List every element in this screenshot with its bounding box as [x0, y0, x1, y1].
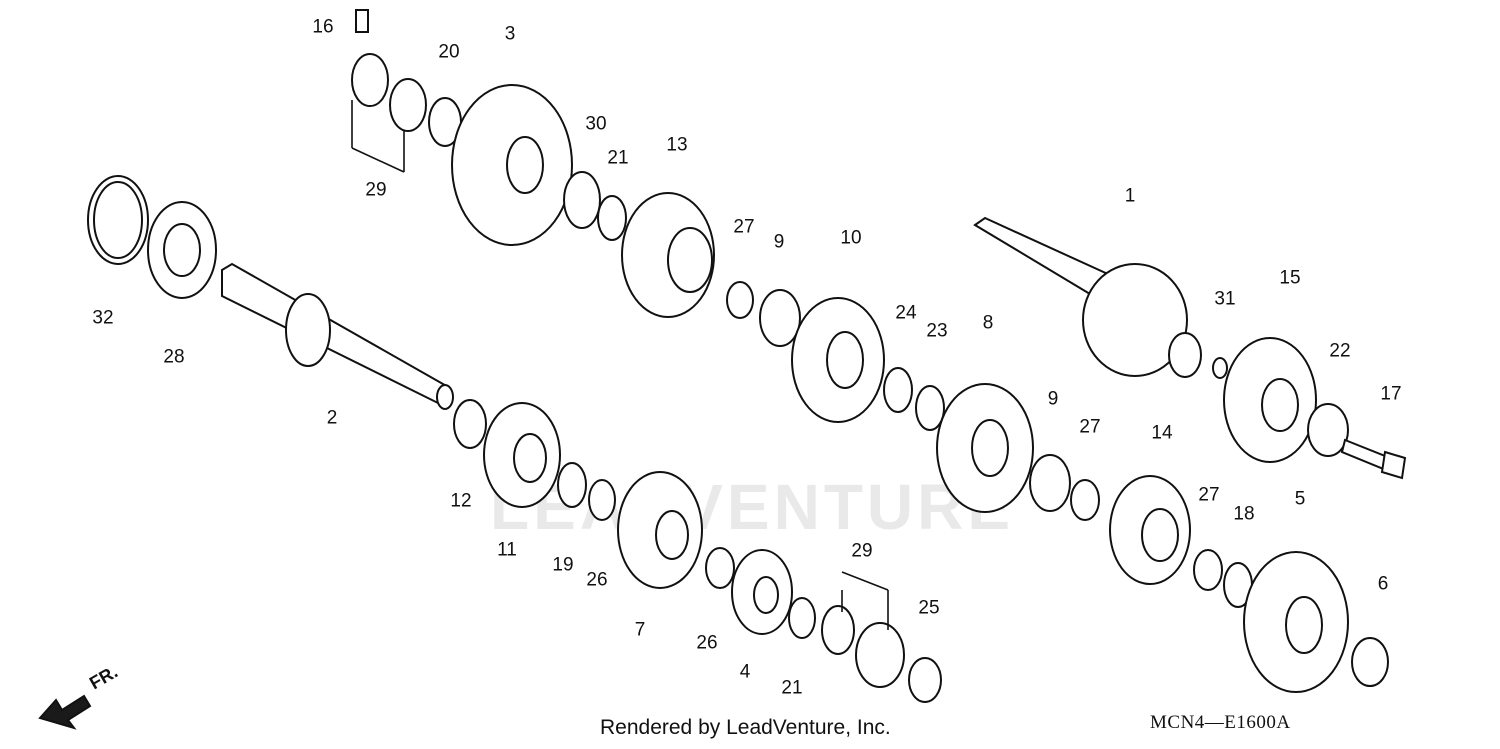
washer-23	[915, 385, 945, 431]
callout-17: 17	[1380, 383, 1402, 405]
needle-bearing-30	[563, 171, 601, 229]
snap-ring-27a	[726, 281, 754, 319]
callout-31: 31	[1214, 288, 1236, 310]
callout-12: 12	[450, 490, 472, 512]
callout-27c: 27	[1198, 484, 1220, 506]
leader-lines	[351, 100, 889, 630]
callout-11: 11	[497, 539, 517, 561]
snap-ring-26b	[705, 547, 735, 589]
callout-6: 6	[1377, 573, 1389, 595]
washer-22	[1307, 403, 1349, 457]
callout-32: 32	[92, 307, 114, 329]
callout-19: 19	[552, 554, 574, 576]
callout-25: 25	[918, 597, 940, 619]
callout-27a: 27	[733, 216, 755, 238]
callout-26b: 26	[696, 632, 718, 654]
callout-7: 7	[634, 619, 646, 641]
callout-15: 15	[1279, 267, 1301, 289]
bushing-9a	[759, 289, 801, 347]
credit-text: Rendered by LeadVenture, Inc.	[600, 716, 891, 739]
callout-24: 24	[895, 302, 917, 324]
callout-26a: 26	[586, 569, 608, 591]
washer-19	[557, 462, 587, 508]
collar-31	[1212, 357, 1228, 379]
washer-24	[883, 367, 913, 413]
callout-27b: 27	[1079, 416, 1101, 438]
washer-25	[908, 657, 942, 703]
snap-ring-26a	[588, 479, 616, 521]
callout-22: 22	[1329, 340, 1351, 362]
washer-21b	[788, 597, 816, 639]
callout-20: 20	[438, 41, 460, 63]
callout-8: 8	[982, 312, 994, 334]
callout-30: 30	[585, 113, 607, 135]
callout-9a: 9	[773, 231, 785, 253]
callout-21b: 21	[781, 677, 803, 699]
callout-29b: 29	[851, 540, 873, 562]
callout-5: 5	[1294, 488, 1306, 510]
bushing-29a	[351, 53, 389, 107]
callout-1: 1	[1124, 185, 1136, 207]
callout-23: 23	[926, 320, 948, 342]
callout-18: 18	[1233, 503, 1255, 525]
callout-4: 4	[739, 661, 751, 683]
callout-28: 28	[163, 346, 185, 368]
needle-bearing-29b	[389, 78, 427, 132]
bushing-12	[453, 399, 487, 449]
front-arrow-icon	[38, 694, 92, 730]
callout-9b: 9	[1047, 388, 1059, 410]
needle-bearing-29c	[821, 605, 855, 655]
callout-3: 3	[504, 23, 516, 45]
callout-13: 13	[666, 134, 688, 156]
callout-29a: 29	[365, 179, 387, 201]
pin-16	[355, 9, 369, 33]
callout-21a: 21	[607, 147, 629, 169]
snap-ring-27c	[1193, 549, 1223, 591]
bushing-6	[1351, 637, 1389, 687]
washer-21a	[597, 195, 627, 241]
bushing-9b	[1029, 454, 1071, 512]
bushing-29d	[855, 622, 905, 688]
countershaft-1	[973, 216, 1112, 302]
mainshaft-2	[221, 262, 452, 406]
callout-2: 2	[326, 407, 338, 429]
callout-14: 14	[1151, 422, 1173, 444]
snap-ring-27b	[1070, 479, 1100, 521]
diagram-code: MCN4—E1600A	[1150, 712, 1291, 733]
callout-16: 16	[312, 16, 334, 38]
callout-10: 10	[840, 227, 862, 249]
